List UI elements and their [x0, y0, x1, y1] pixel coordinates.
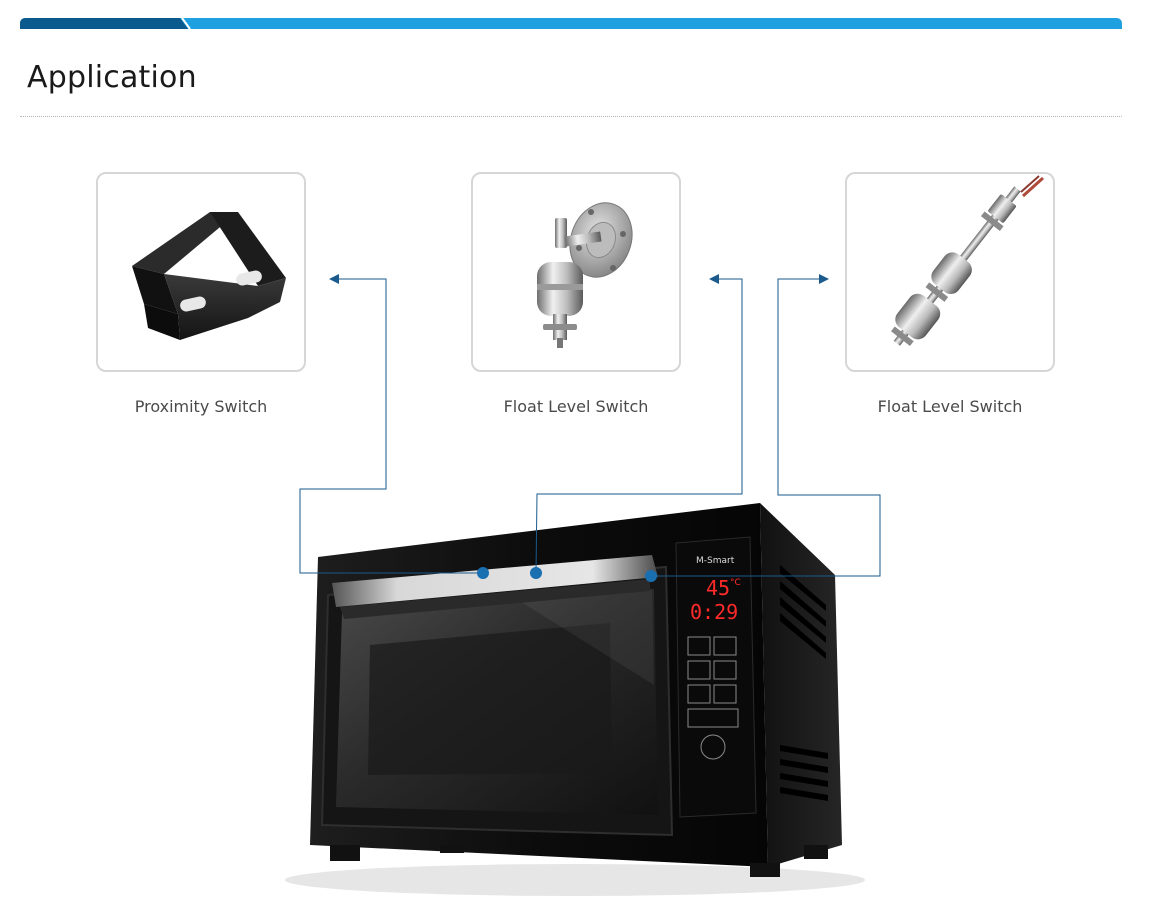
oven-icon: M-Smart 45 °C 0:29: [285, 503, 865, 896]
product-label-proximity-switch: Proximity Switch: [134, 397, 268, 416]
oven-control-buttons: [687, 636, 739, 760]
rod-float-switch-icon: [891, 175, 1045, 347]
oven-time-readout: 0:29: [690, 600, 738, 624]
product-card-proximity-switch[interactable]: [96, 172, 306, 372]
product-label-float-level-switch-2: Float Level Switch: [877, 397, 1023, 416]
oven-side-vents: [780, 565, 828, 801]
oven-temperature-readout: 45: [706, 576, 730, 600]
product-label-float-level-switch-1: Float Level Switch: [503, 397, 649, 416]
mount-point-marker-3[interactable]: [645, 570, 657, 582]
section-title: Application: [27, 60, 197, 95]
mount-point-marker-1[interactable]: [477, 567, 489, 579]
product-card-float-level-switch-rod[interactable]: [845, 172, 1055, 372]
section-divider: [20, 116, 1122, 117]
flange-float-switch-icon: [537, 202, 633, 348]
oven-brand-label: M-Smart: [696, 556, 735, 566]
arrow-to-float-switch-2: [819, 274, 829, 284]
arrow-to-float-switch-1: [709, 274, 719, 284]
mount-point-marker-2[interactable]: [530, 567, 542, 579]
product-card-float-level-switch-flange[interactable]: [471, 172, 681, 372]
arrow-to-proximity-switch: [329, 274, 339, 284]
oven-temperature-unit: °C: [730, 578, 741, 588]
magnet-block-icon: [132, 212, 286, 340]
header-accent-bar: [20, 18, 1122, 29]
